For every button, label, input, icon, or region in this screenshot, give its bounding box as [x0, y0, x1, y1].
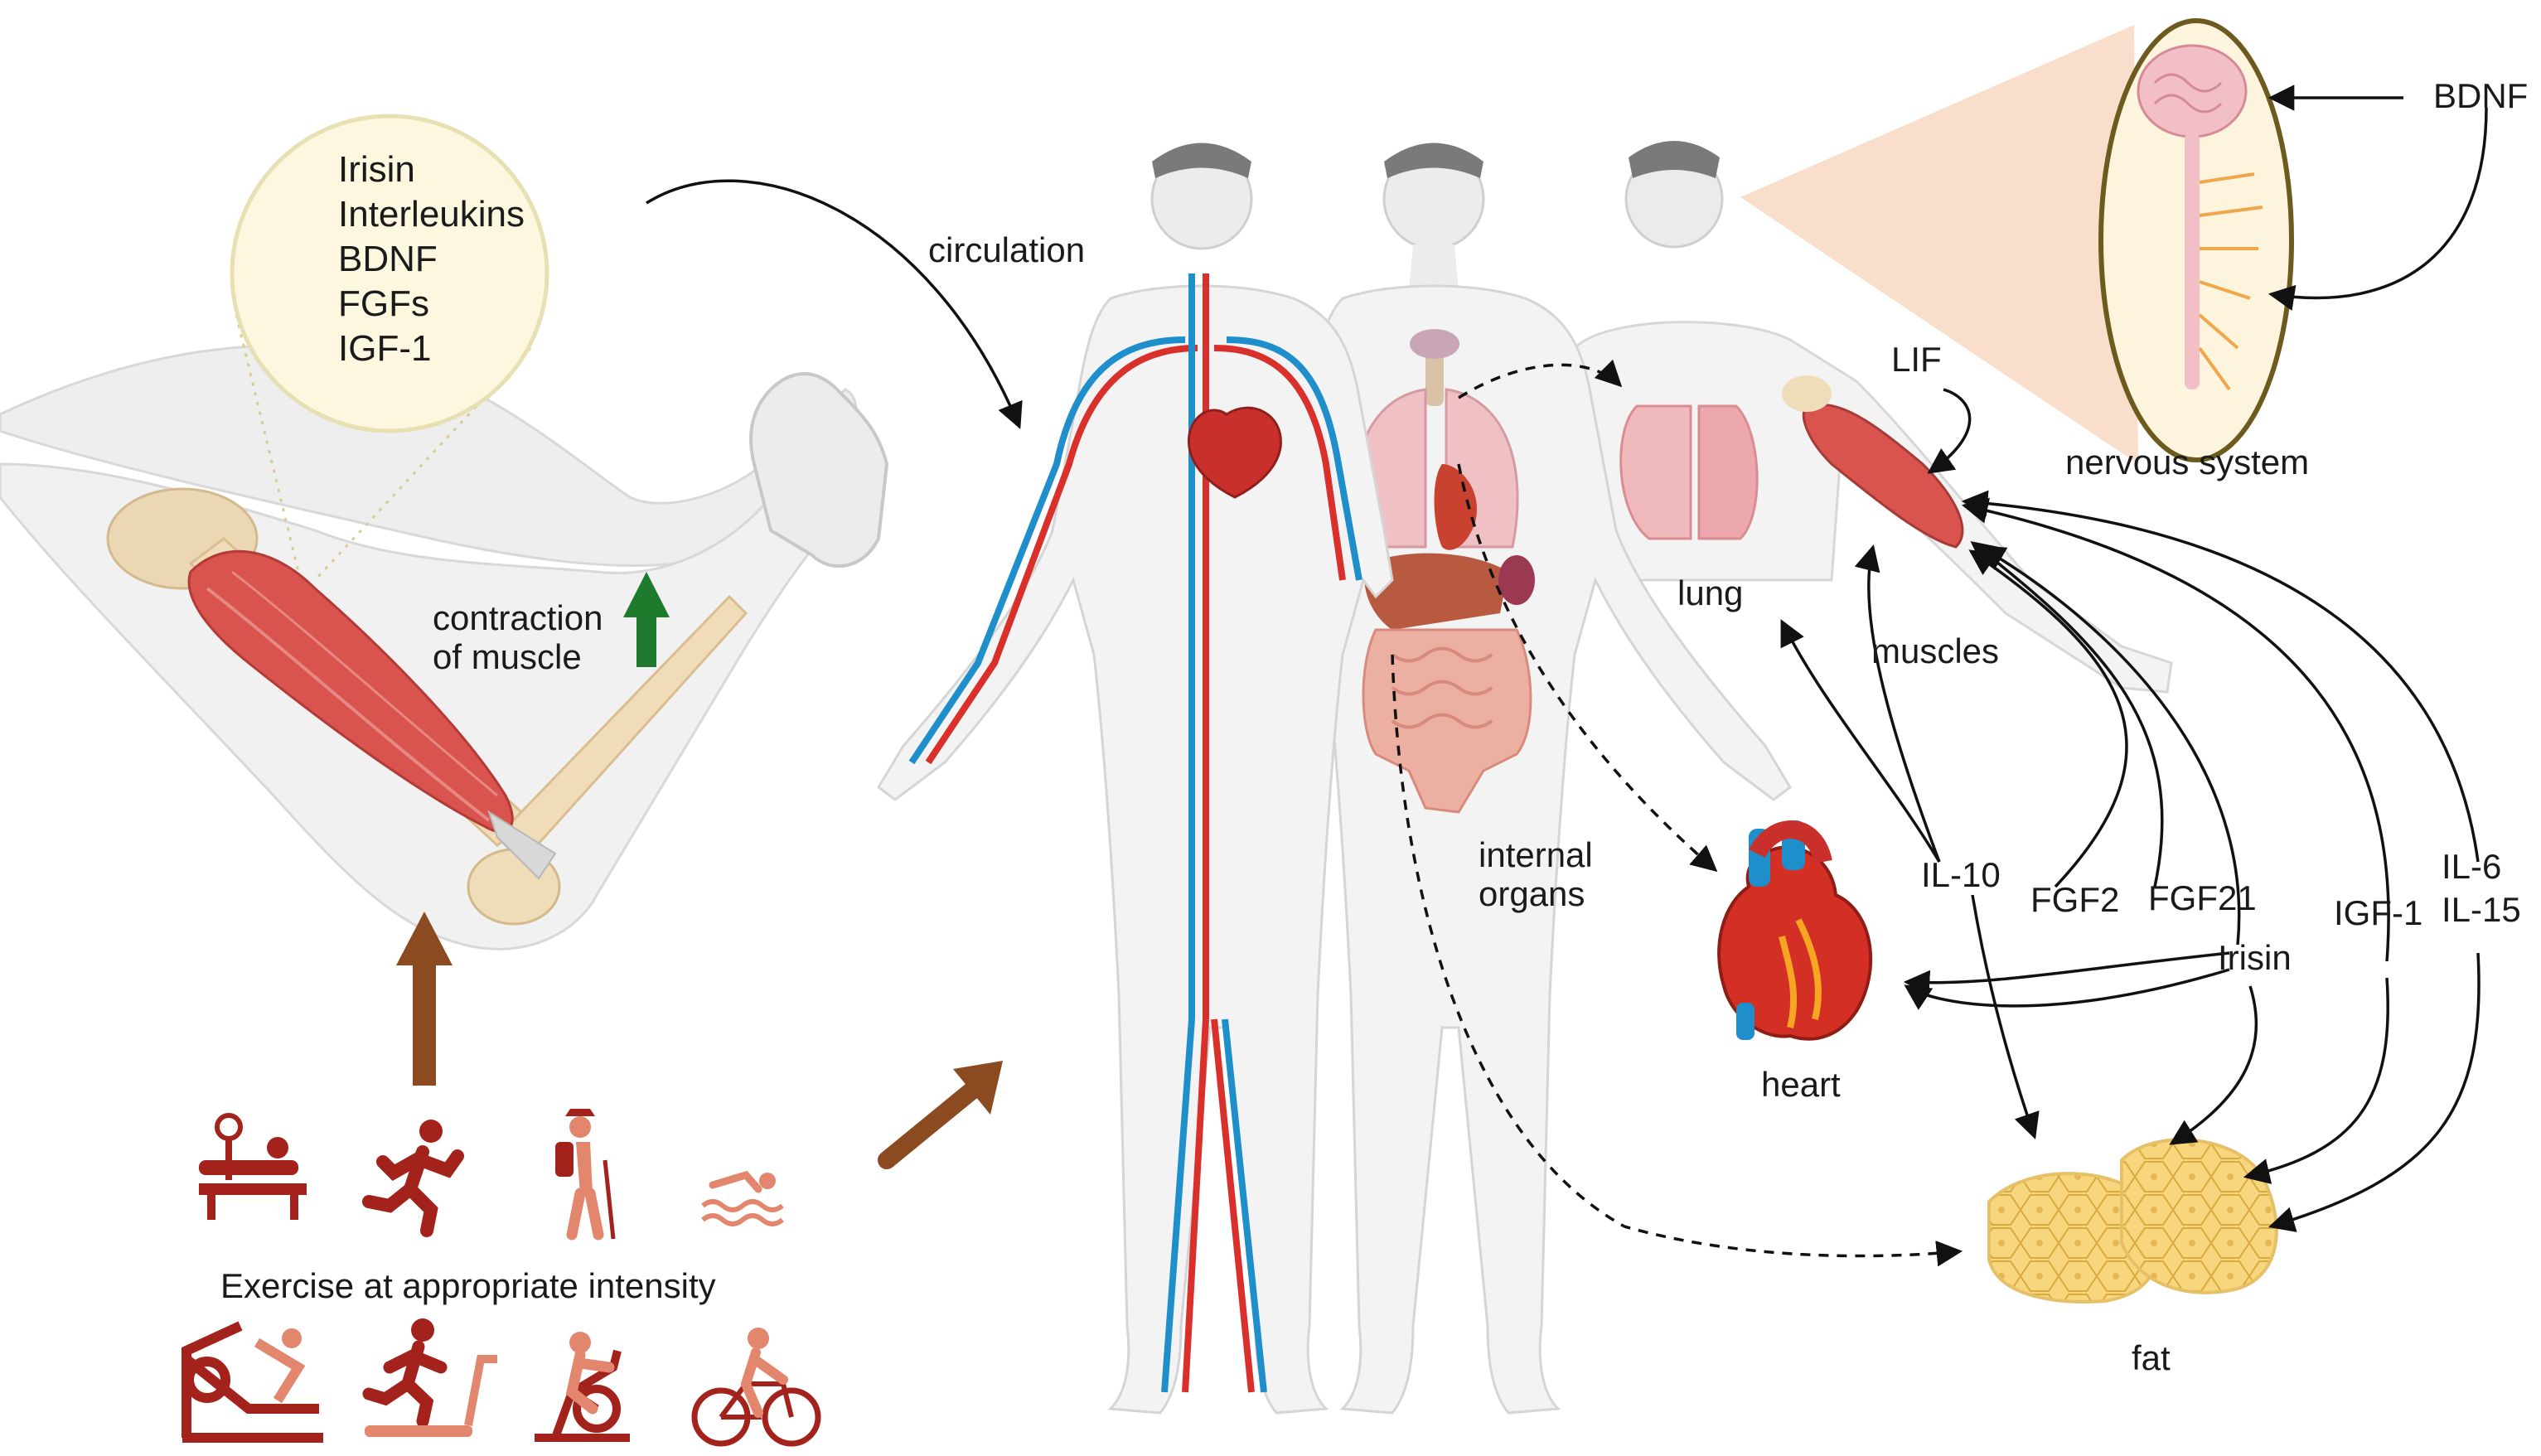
myokine-item: Interleukins [338, 194, 525, 235]
stationary-bike-icon [535, 1332, 630, 1442]
running-icon [362, 1120, 464, 1237]
leg-press-icon [182, 1321, 323, 1443]
myokine-callout-circle [230, 114, 549, 433]
igf1-signal-label: IGF-1 [2334, 893, 2423, 932]
lif-signal-label: LIF [1891, 340, 1942, 379]
fat-label: fat [2132, 1338, 2171, 1377]
circulation-figure [877, 143, 1394, 1415]
il6-signal-label: IL-6 [2442, 847, 2502, 886]
lung-label: lung [1677, 573, 1744, 612]
il10-signal-label: IL-10 [1921, 855, 2001, 894]
il15-signal-label: IL-15 [2442, 890, 2521, 929]
flexed-arm-illustration [0, 344, 889, 951]
fgf2-signal-label: FGF2 [2030, 880, 2120, 919]
fist-icon [749, 372, 889, 568]
fat-tissue [1987, 1138, 2278, 1304]
irisin-signal-label: Irisin [2218, 938, 2292, 977]
hiking-icon [555, 1109, 616, 1241]
intestines-organ [1362, 628, 1532, 814]
brown-diagonal-arrow [878, 1061, 1003, 1169]
nervous-system-cone [1740, 25, 2138, 464]
exercise-label: Exercise at appropriate intensity [220, 1266, 716, 1305]
treadmill-icon [362, 1318, 497, 1437]
brown-up-arrow [396, 912, 453, 1086]
contraction-label: contraction of muscle [433, 598, 603, 677]
myokine-item: BDNF [338, 239, 438, 279]
brain-spine-icon [2137, 44, 2263, 391]
up-arrow-icon [623, 572, 670, 667]
bench-press-icon [199, 1113, 307, 1220]
cycling-icon [691, 1328, 821, 1447]
myokine-item: FGFs [338, 283, 429, 324]
fgf21-signal-label: FGF21 [2148, 878, 2257, 917]
forearm-muscle [1802, 403, 1964, 549]
myokine-list: Irisin Interleukins BDNF FGFs IGF-1 [338, 148, 525, 371]
circulation-label: circulation [928, 230, 1086, 269]
myokine-item: IGF-1 [338, 328, 432, 369]
bdnf-signal-label: BDNF [2433, 76, 2529, 115]
heart-label: heart [1761, 1065, 1841, 1104]
lung-organ [1619, 404, 1692, 540]
nervous-system-label: nervous system [2065, 443, 2310, 481]
circulation-heart [1188, 406, 1282, 499]
myokine-item: Irisin [338, 149, 415, 190]
internal-organs-label: internal organs [1479, 835, 1593, 914]
swimming-icon [701, 1170, 784, 1226]
exercise-icons [182, 1109, 821, 1447]
muscles-label: muscles [1871, 631, 2000, 670]
signal-arrows [646, 85, 2488, 1267]
heart-organ [1717, 820, 1873, 1041]
